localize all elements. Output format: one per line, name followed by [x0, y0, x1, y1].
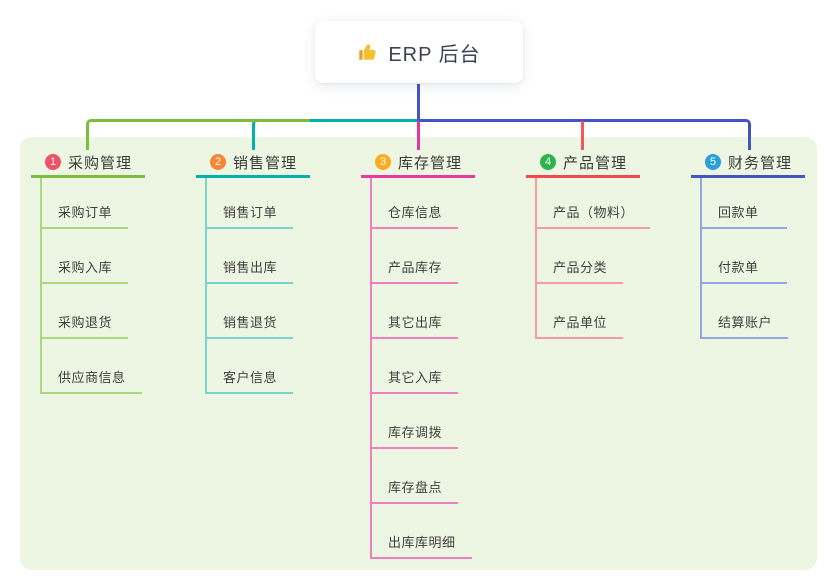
connector-trunk-green [86, 119, 310, 150]
mindmap-item[interactable]: 采购入库 [42, 229, 129, 284]
branch-title: 产品管理 [563, 154, 628, 172]
item-label: 供应商信息 [58, 370, 126, 385]
mindmap-item[interactable]: 库存盘点 [372, 449, 459, 504]
branch-sales-header[interactable]: 2 销售管理 [196, 149, 310, 178]
mindmap-item[interactable]: 付款单 [702, 229, 787, 284]
connector-trunk-teal [252, 119, 420, 150]
branch-purchase-management: 1 采购管理 采购订单 采购入库 采购退货 供应商信息 [31, 149, 145, 394]
branch-item-list: 仓库信息 产品库存 其它出库 其它入库 库存调拨 库存盘点 出库库明细 [370, 178, 472, 559]
item-label: 采购订单 [58, 205, 113, 220]
branch-item-list: 回款单 付款单 结算账户 [700, 178, 789, 339]
branch-sales-management: 2 销售管理 销售订单 销售出库 销售退货 客户信息 [196, 149, 310, 394]
branch-title: 财务管理 [728, 154, 793, 172]
branch-item-list: 采购订单 采购入库 采购退货 供应商信息 [40, 178, 142, 394]
branch-item-list: 产品（物料） 产品分类 产品单位 [535, 178, 651, 339]
branch-product-header[interactable]: 4 产品管理 [526, 149, 640, 178]
item-label: 出库库明细 [388, 535, 456, 550]
branch-inventory-management: 3 库存管理 仓库信息 产品库存 其它出库 其它入库 库存调拨 库存盘点 出库库… [361, 149, 475, 559]
branch-finance-management: 5 财务管理 回款单 付款单 结算账户 [691, 149, 805, 339]
branch-title: 销售管理 [233, 154, 298, 172]
branch-number-badge: 5 [705, 154, 721, 170]
connector-root-stem [417, 84, 420, 121]
item-label: 回款单 [718, 205, 759, 220]
mindmap-item[interactable]: 产品（物料） [537, 178, 651, 229]
item-label: 结算账户 [718, 315, 773, 330]
mindmap-item[interactable]: 采购订单 [42, 178, 129, 229]
mindmap-item[interactable]: 其它出库 [372, 284, 459, 339]
branch-number-badge: 1 [45, 154, 61, 170]
item-label: 仓库信息 [388, 205, 443, 220]
branch-title: 库存管理 [398, 154, 463, 172]
mindmap-item[interactable]: 销售订单 [207, 178, 294, 229]
mindmap-item[interactable]: 结算账户 [702, 284, 789, 339]
branch-item-list: 销售订单 销售出库 销售退货 客户信息 [205, 178, 294, 394]
item-label: 销售退货 [223, 315, 278, 330]
item-label: 采购退货 [58, 315, 113, 330]
item-label: 产品库存 [388, 260, 443, 275]
branch-number-badge: 2 [210, 154, 226, 170]
item-label: 客户信息 [223, 370, 278, 385]
item-label: 产品（物料） [553, 205, 635, 220]
mindmap-item[interactable]: 回款单 [702, 178, 787, 229]
root-node-erp-backend[interactable]: ERP 后台 [315, 21, 523, 83]
mindmap-item[interactable]: 供应商信息 [42, 339, 142, 394]
branch-finance-header[interactable]: 5 财务管理 [691, 149, 805, 178]
mindmap-item[interactable]: 仓库信息 [372, 178, 459, 229]
item-label: 销售出库 [223, 260, 278, 275]
branch-number-badge: 3 [375, 154, 391, 170]
thumbs-up-icon [359, 44, 376, 60]
connector-drop-inventory [417, 121, 420, 150]
mindmap-item[interactable]: 产品单位 [537, 284, 624, 339]
item-label: 产品单位 [553, 315, 608, 330]
branch-number-badge: 4 [540, 154, 556, 170]
mindmap-item[interactable]: 库存调拨 [372, 394, 459, 449]
mindmap-item[interactable]: 采购退货 [42, 284, 129, 339]
mindmap-item[interactable]: 产品库存 [372, 229, 459, 284]
connector-trunk-blue [418, 119, 751, 150]
mindmap-item[interactable]: 其它入库 [372, 339, 459, 394]
mindmap-item[interactable]: 销售退货 [207, 284, 294, 339]
item-label: 采购入库 [58, 260, 113, 275]
branch-inventory-header[interactable]: 3 库存管理 [361, 149, 475, 178]
branch-product-management: 4 产品管理 产品（物料） 产品分类 产品单位 [526, 149, 651, 339]
root-node-label: ERP 后台 [388, 43, 481, 66]
item-label: 产品分类 [553, 260, 608, 275]
connector-drop-product [581, 121, 584, 150]
mindmap-item[interactable]: 产品分类 [537, 229, 624, 284]
branch-title: 采购管理 [68, 154, 133, 172]
item-label: 其它出库 [388, 315, 443, 330]
branches-background-panel [20, 137, 817, 570]
mindmap-item[interactable]: 出库库明细 [372, 504, 472, 559]
item-label: 付款单 [718, 260, 759, 275]
mindmap-item[interactable]: 客户信息 [207, 339, 294, 394]
branch-purchase-header[interactable]: 1 采购管理 [31, 149, 145, 178]
item-label: 销售订单 [223, 205, 278, 220]
item-label: 库存调拨 [388, 425, 443, 440]
mindmap-item[interactable]: 销售出库 [207, 229, 294, 284]
item-label: 其它入库 [388, 370, 443, 385]
item-label: 库存盘点 [388, 480, 443, 495]
